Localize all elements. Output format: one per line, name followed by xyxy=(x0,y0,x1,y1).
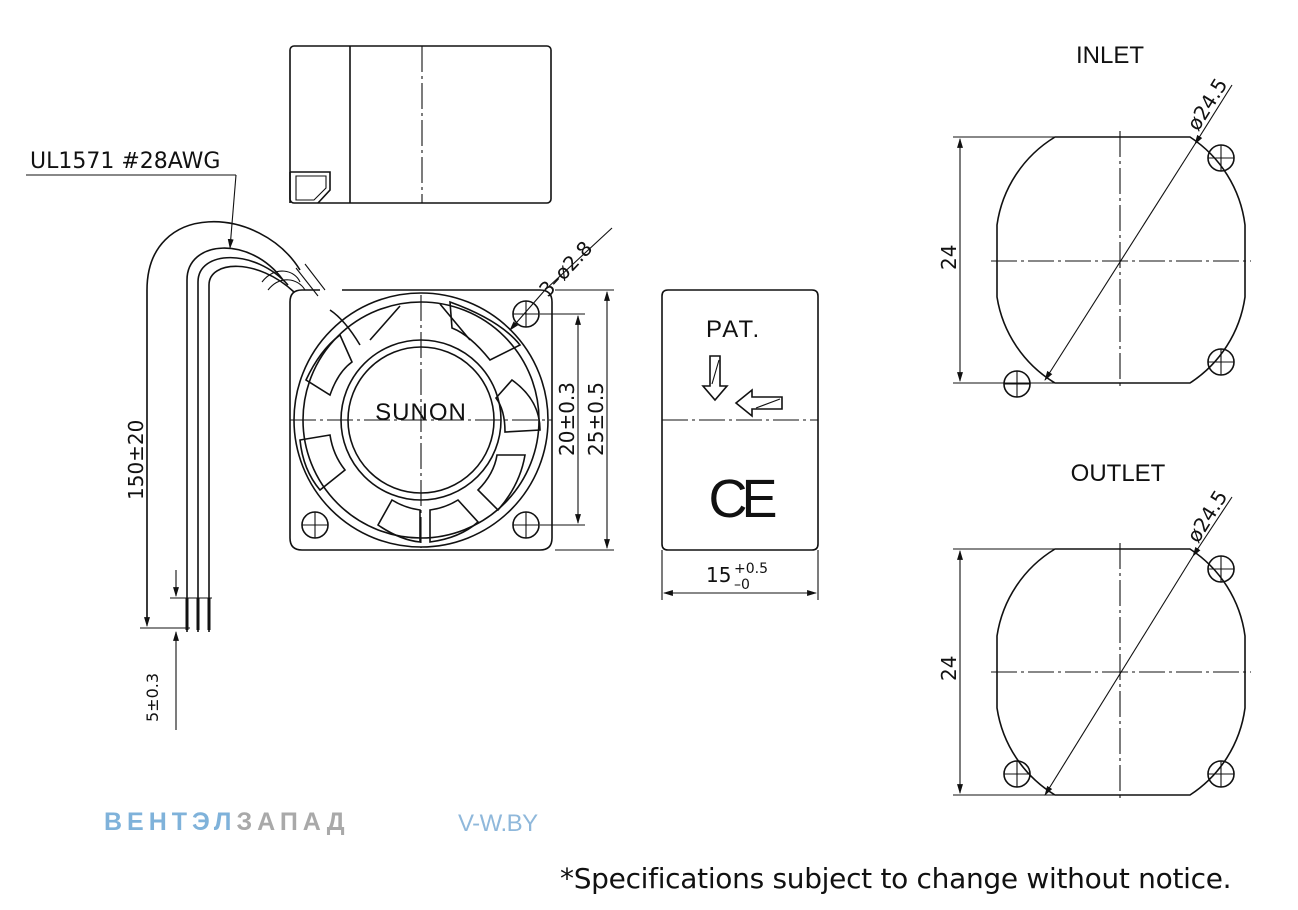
pat-label: PAT. xyxy=(706,316,761,343)
frame-size-dimension: 25±0.5 xyxy=(555,289,614,551)
depth-label-plus: +0.5 xyxy=(734,561,768,577)
mount-hole-bottom-left xyxy=(301,511,329,539)
specification-note: *Specifications subject to change withou… xyxy=(560,862,1232,895)
watermark-brand: ВЕНТЭЛЗАПАД xyxy=(104,808,350,837)
inlet-height-label: 24 xyxy=(937,245,961,270)
top-side-view xyxy=(289,45,552,204)
hole-spec-label: 3–ø2.8 xyxy=(534,236,597,301)
airflow-arrow-icon xyxy=(701,355,729,402)
inlet-diameter-label: ø24.5 xyxy=(1182,74,1232,135)
inlet-hole-bottom-right xyxy=(1207,348,1235,376)
inlet-title: INLET xyxy=(1076,42,1144,69)
watermark-brand-part1: ВЕНТЭЛ xyxy=(104,808,237,836)
outlet-diameter-label: ø24.5 xyxy=(1182,486,1232,547)
ce-mark: CE xyxy=(708,469,775,529)
outlet-hole-bottom-left xyxy=(1003,760,1031,788)
fan-side-view: PAT. CE xyxy=(661,289,819,551)
depth-dimension: 15 +0.5 –0 xyxy=(661,550,819,600)
depth-label-minus: –0 xyxy=(734,577,750,593)
wire-spec-callout: UL1571 #28AWG xyxy=(26,149,237,249)
mount-hole-bottom-right xyxy=(512,511,540,539)
outlet-hole-top-right xyxy=(1207,555,1235,583)
brand-label: SUNON xyxy=(375,399,467,426)
hole-spec-callout: 3–ø2.8 xyxy=(509,227,613,331)
lead-wires xyxy=(146,220,326,632)
strip-length-label: 5±0.3 xyxy=(143,673,162,722)
watermark-site: V-W.BY xyxy=(458,810,538,837)
fan-front-view: SUNON xyxy=(289,289,553,551)
outlet-height-label: 24 xyxy=(937,656,961,681)
wire-spec-label: UL1571 #28AWG xyxy=(30,149,220,174)
outlet-title: OUTLET xyxy=(1071,460,1166,487)
outlet-view: OUTLET 24 ø24.5 xyxy=(937,460,1251,801)
lead-length-dimension: 150±20 xyxy=(124,290,190,629)
rotation-arrow-icon xyxy=(734,388,783,418)
mount-hole-top-left xyxy=(512,300,540,328)
depth-label-main: 15 xyxy=(706,563,731,587)
outlet-hole-bottom-right xyxy=(1207,760,1235,788)
frame-size-label: 25±0.5 xyxy=(584,382,608,456)
watermark-brand-part2: ЗАПАД xyxy=(236,808,350,836)
hole-pitch-label: 20±0.3 xyxy=(555,382,579,456)
inlet-view: INLET 24 ø24.5 xyxy=(937,42,1251,398)
inlet-hole-bottom-left xyxy=(1003,370,1031,398)
strip-length-dimension: 5±0.3 xyxy=(143,570,212,730)
lead-length-label: 150±20 xyxy=(124,420,148,500)
inlet-hole-top-right xyxy=(1207,144,1235,172)
hole-pitch-dimension: 20±0.3 xyxy=(540,313,585,526)
